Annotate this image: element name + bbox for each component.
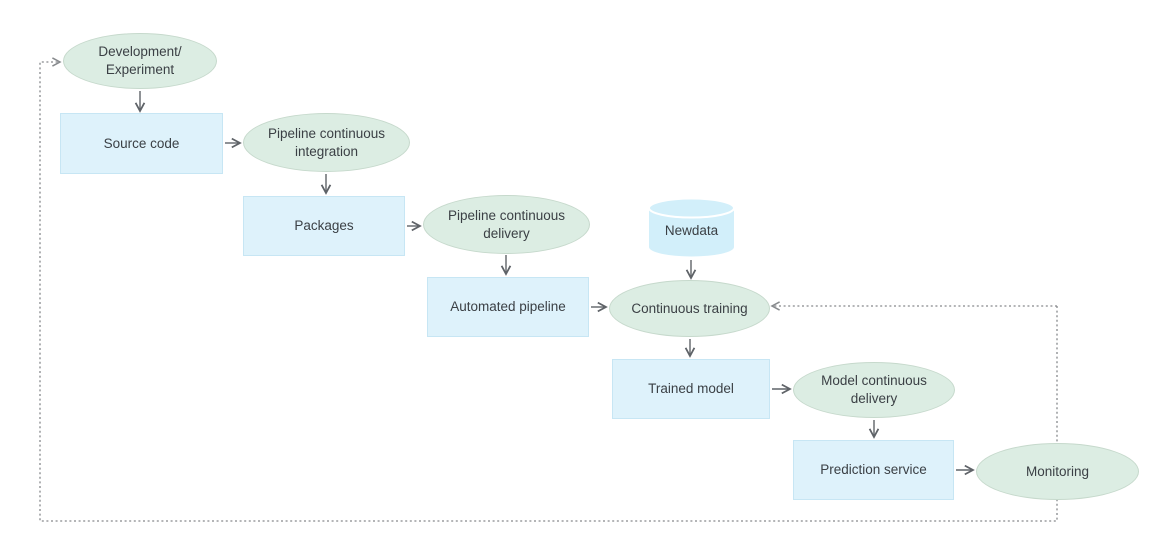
node-model-continuous-delivery: Model continuous delivery (793, 362, 955, 418)
node-newdata: Newdata (646, 197, 737, 258)
node-development-experiment: Development/ Experiment (63, 33, 217, 89)
node-pipeline-continuous-integration: Pipeline continuous integration (243, 113, 410, 172)
database-cylinder-icon (648, 197, 735, 257)
node-automated-pipeline: Automated pipeline (427, 277, 589, 337)
node-source-code: Source code (60, 113, 223, 174)
node-trained-model: Trained model (612, 359, 770, 419)
node-monitoring: Monitoring (976, 443, 1139, 500)
node-packages: Packages (243, 196, 405, 256)
node-prediction-service: Prediction service (793, 440, 954, 500)
node-pipeline-continuous-delivery: Pipeline continuous delivery (423, 195, 590, 254)
node-newdata-label: Newdata (664, 222, 719, 238)
node-continuous-training: Continuous training (609, 280, 770, 337)
